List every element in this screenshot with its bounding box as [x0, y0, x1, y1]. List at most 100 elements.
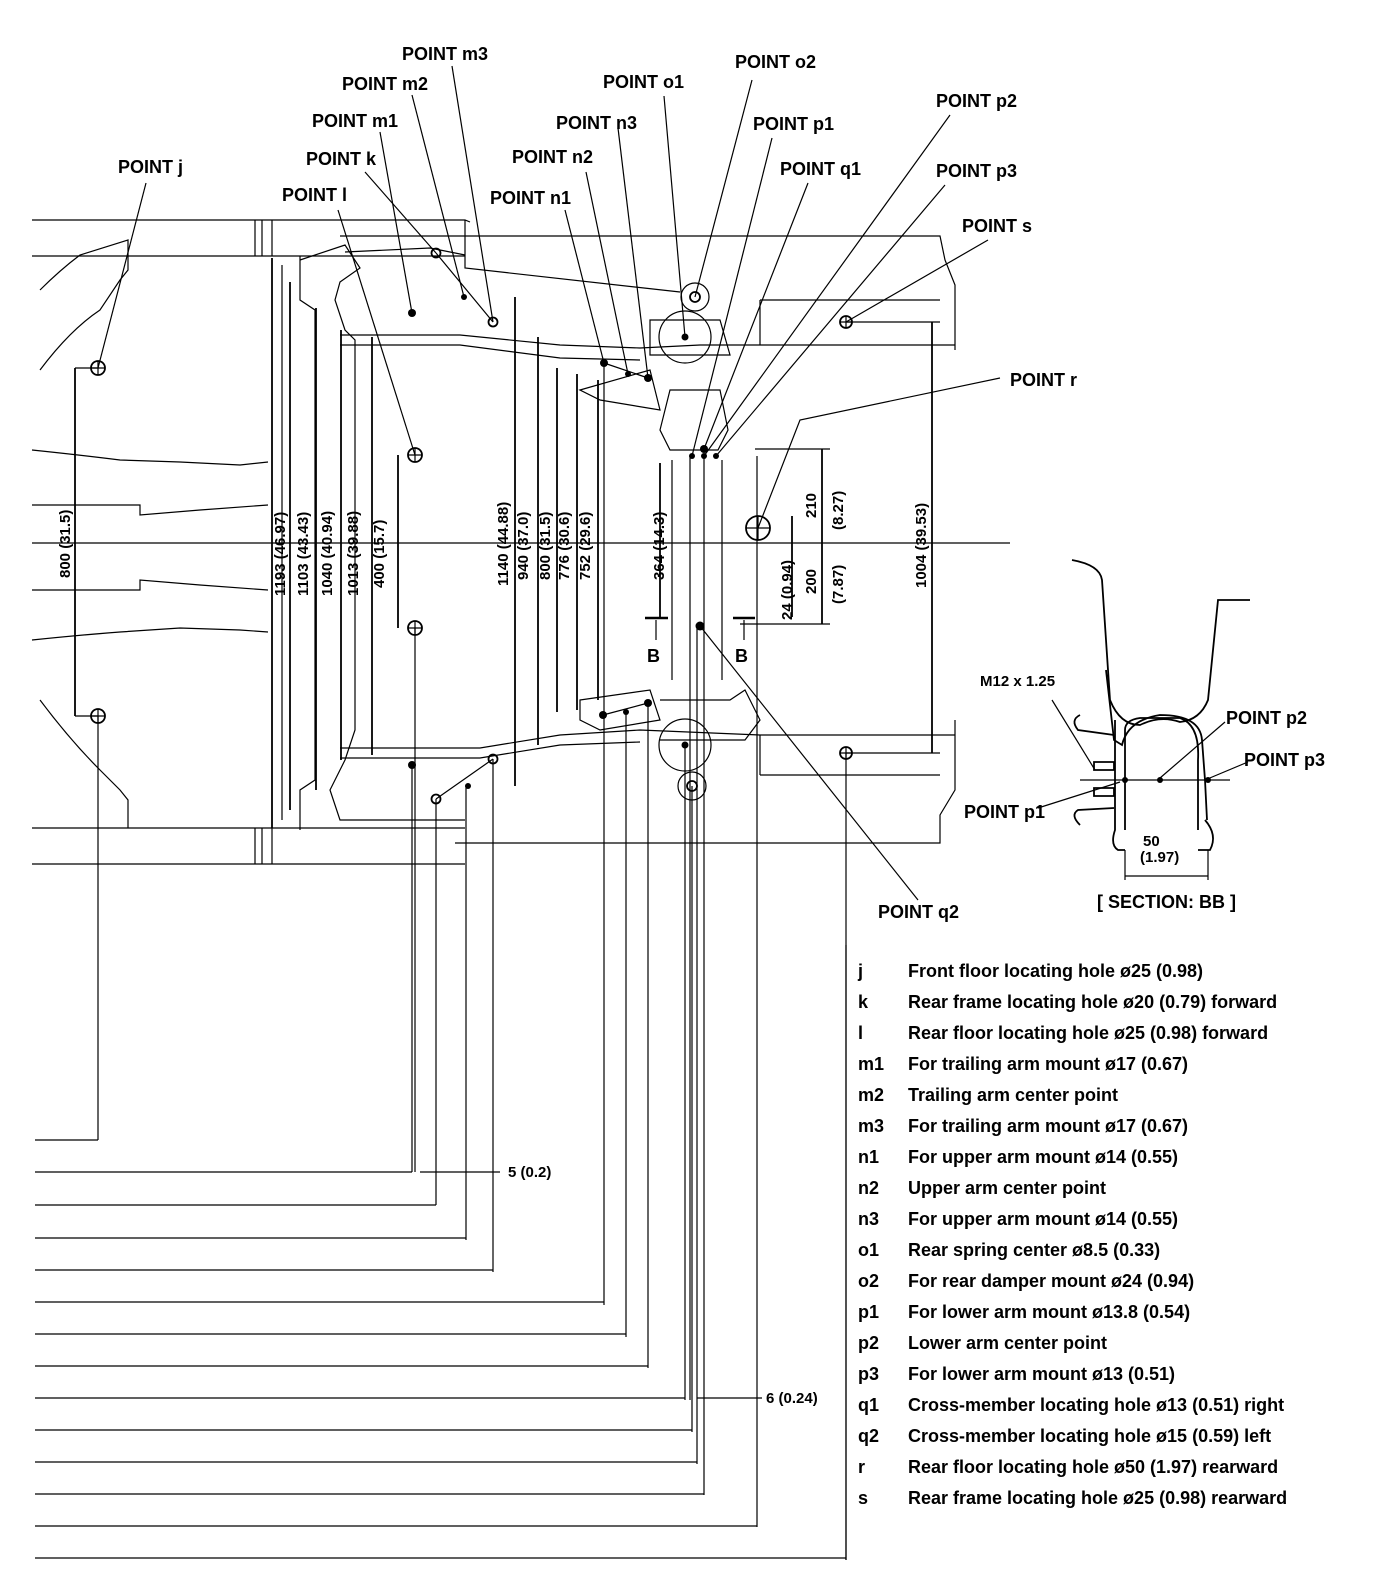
legend-key: p3 [858, 1364, 880, 1384]
legend-row-o1: o1 Rear spring center ø8.5 (0.33) [858, 1235, 1358, 1266]
dim-1013: 1013 (39.88) [345, 511, 362, 596]
legend-desc: Cross-member locating hole ø13 (0.51) ri… [908, 1395, 1285, 1415]
legend-key: r [858, 1457, 866, 1477]
legend-row-m2: m2 Trailing arm center point [858, 1080, 1358, 1111]
section-label-p2: POINT p2 [1226, 708, 1307, 728]
legend-desc: For trailing arm mount ø17 (0.67) [908, 1054, 1189, 1074]
legend-key: q1 [858, 1395, 880, 1415]
point-labels: POINT j POINT l POINT k POINT m1 POINT m… [118, 44, 1077, 922]
label-point-p3: POINT p3 [936, 161, 1017, 181]
point-m3-hole [487, 316, 499, 328]
dim-752: 752 (29.6) [577, 512, 594, 580]
label-point-m1: POINT m1 [312, 111, 398, 131]
section-bb: M12 x 1.25 POINT p2 POINT p3 POINT p1 50… [964, 559, 1325, 912]
point-o2-hole [689, 291, 701, 303]
legend-row-m1: m1 For trailing arm mount ø17 (0.67) [858, 1049, 1358, 1080]
section-width-mm: 50 [1143, 833, 1160, 850]
legend-key: j [858, 961, 864, 981]
dimension-lines [74, 282, 933, 810]
legend-key: m1 [858, 1054, 885, 1074]
dim-776: 776 (30.6) [556, 512, 573, 580]
label-point-n3: POINT n3 [556, 113, 637, 133]
legend-key: l [858, 1023, 864, 1043]
legend-desc: Rear frame locating hole ø25 (0.98) rear… [908, 1488, 1288, 1508]
label-point-n2: POINT n2 [512, 147, 593, 167]
legend-row-j: j Front floor locating hole ø25 (0.98) [858, 956, 1358, 987]
legend-row-p2: p2 Lower arm center point [858, 1328, 1358, 1359]
legend-desc: Upper arm center point [908, 1178, 1107, 1198]
legend-key: q2 [858, 1426, 880, 1446]
label-point-l: POINT l [282, 185, 347, 205]
legend-desc: Front floor locating hole ø25 (0.98) [908, 961, 1204, 981]
label-point-n1: POINT n1 [490, 188, 571, 208]
section-title: [ SECTION: BB ] [1097, 892, 1236, 912]
legend-row-r: r Rear floor locating hole ø50 (1.97) rea… [858, 1452, 1358, 1483]
legend-desc: Rear frame locating hole ø20 (0.79) forw… [908, 992, 1278, 1012]
section-p1-dot [1122, 777, 1128, 783]
legend-key: m2 [858, 1085, 885, 1105]
legend-desc: For upper arm mount ø14 (0.55) [908, 1209, 1179, 1229]
legend-key: s [858, 1488, 869, 1508]
legend-key: n1 [858, 1147, 880, 1167]
dim-940: 940 (37.0) [515, 512, 532, 580]
legend-key: p1 [858, 1302, 880, 1322]
label-point-k: POINT k [306, 149, 377, 169]
dim-210: 210 [803, 493, 820, 518]
leader-lines [97, 65, 1001, 901]
legend-row-s: s Rear frame locating hole ø25 (0.98) rea… [858, 1483, 1358, 1514]
section-label-p1: POINT p1 [964, 802, 1045, 822]
legend-desc: Rear floor locating hole ø25 (0.98) forw… [908, 1023, 1269, 1043]
legend-desc: Trailing arm center point [908, 1085, 1119, 1105]
label-point-p1: POINT p1 [753, 114, 834, 134]
label-point-j: POINT j [118, 157, 183, 177]
dimension-texts: 800 (31.5) 1193 (46.97) 1103 (43.43) 104… [57, 491, 930, 1407]
point-k-hole [430, 247, 442, 259]
dim-800-j: 800 (31.5) [57, 510, 74, 578]
legend-desc: For rear damper mount ø24 (0.94) [908, 1271, 1195, 1291]
dimension-extension-lines [75, 321, 940, 754]
dim-200-inch: (7.87) [830, 565, 847, 604]
dim-offset-5: 5 (0.2) [508, 1164, 551, 1181]
label-point-m3: POINT m3 [402, 44, 488, 64]
label-point-o1: POINT o1 [603, 72, 684, 92]
label-point-s: POINT s [962, 216, 1032, 236]
legend-key: k [858, 992, 869, 1012]
label-point-q2: POINT q2 [878, 902, 959, 922]
legend-row-l: l Rear floor locating hole ø25 (0.98) for… [858, 1018, 1358, 1049]
label-point-m2: POINT m2 [342, 74, 428, 94]
dim-200: 200 [803, 569, 820, 594]
dim-800-n: 800 (31.5) [537, 512, 554, 580]
label-point-o2: POINT o2 [735, 52, 816, 72]
point-o1-spring [658, 310, 712, 364]
legend-row-p1: p1 For lower arm mount ø13.8 (0.54) [858, 1297, 1358, 1328]
legend-key: p2 [858, 1333, 880, 1353]
legend-key: o1 [858, 1240, 880, 1260]
legend-desc: For lower arm mount ø13.8 (0.54) [908, 1302, 1191, 1322]
dim-1004: 1004 (39.53) [913, 503, 930, 588]
section-mark-b-left: B [647, 646, 660, 666]
dim-1193: 1193 (46.97) [272, 512, 289, 596]
legend-key: n3 [858, 1209, 880, 1229]
legend-desc: Rear floor locating hole ø50 (1.97) rear… [908, 1457, 1279, 1477]
section-p2-dot [1157, 777, 1163, 783]
legend-row-k: k Rear frame locating hole ø20 (0.79) for… [858, 987, 1358, 1018]
dim-210-inch: (8.27) [830, 491, 847, 530]
section-mark-b-right: B [735, 646, 748, 666]
legend-desc: Rear spring center ø8.5 (0.33) [908, 1240, 1161, 1260]
dim-offset-6: 6 (0.24) [766, 1390, 818, 1407]
label-point-q1: POINT q1 [780, 159, 861, 179]
section-p3-dot [1205, 777, 1211, 783]
dim-1040: 1040 (40.94) [319, 511, 336, 596]
section-width-in: (1.97) [1140, 849, 1179, 866]
dim-1140: 1140 (44.88) [495, 502, 512, 586]
legend-desc: Lower arm center point [908, 1333, 1108, 1353]
section-thread-label: M12 x 1.25 [980, 673, 1055, 690]
dim-400: 400 (15.7) [371, 520, 388, 588]
